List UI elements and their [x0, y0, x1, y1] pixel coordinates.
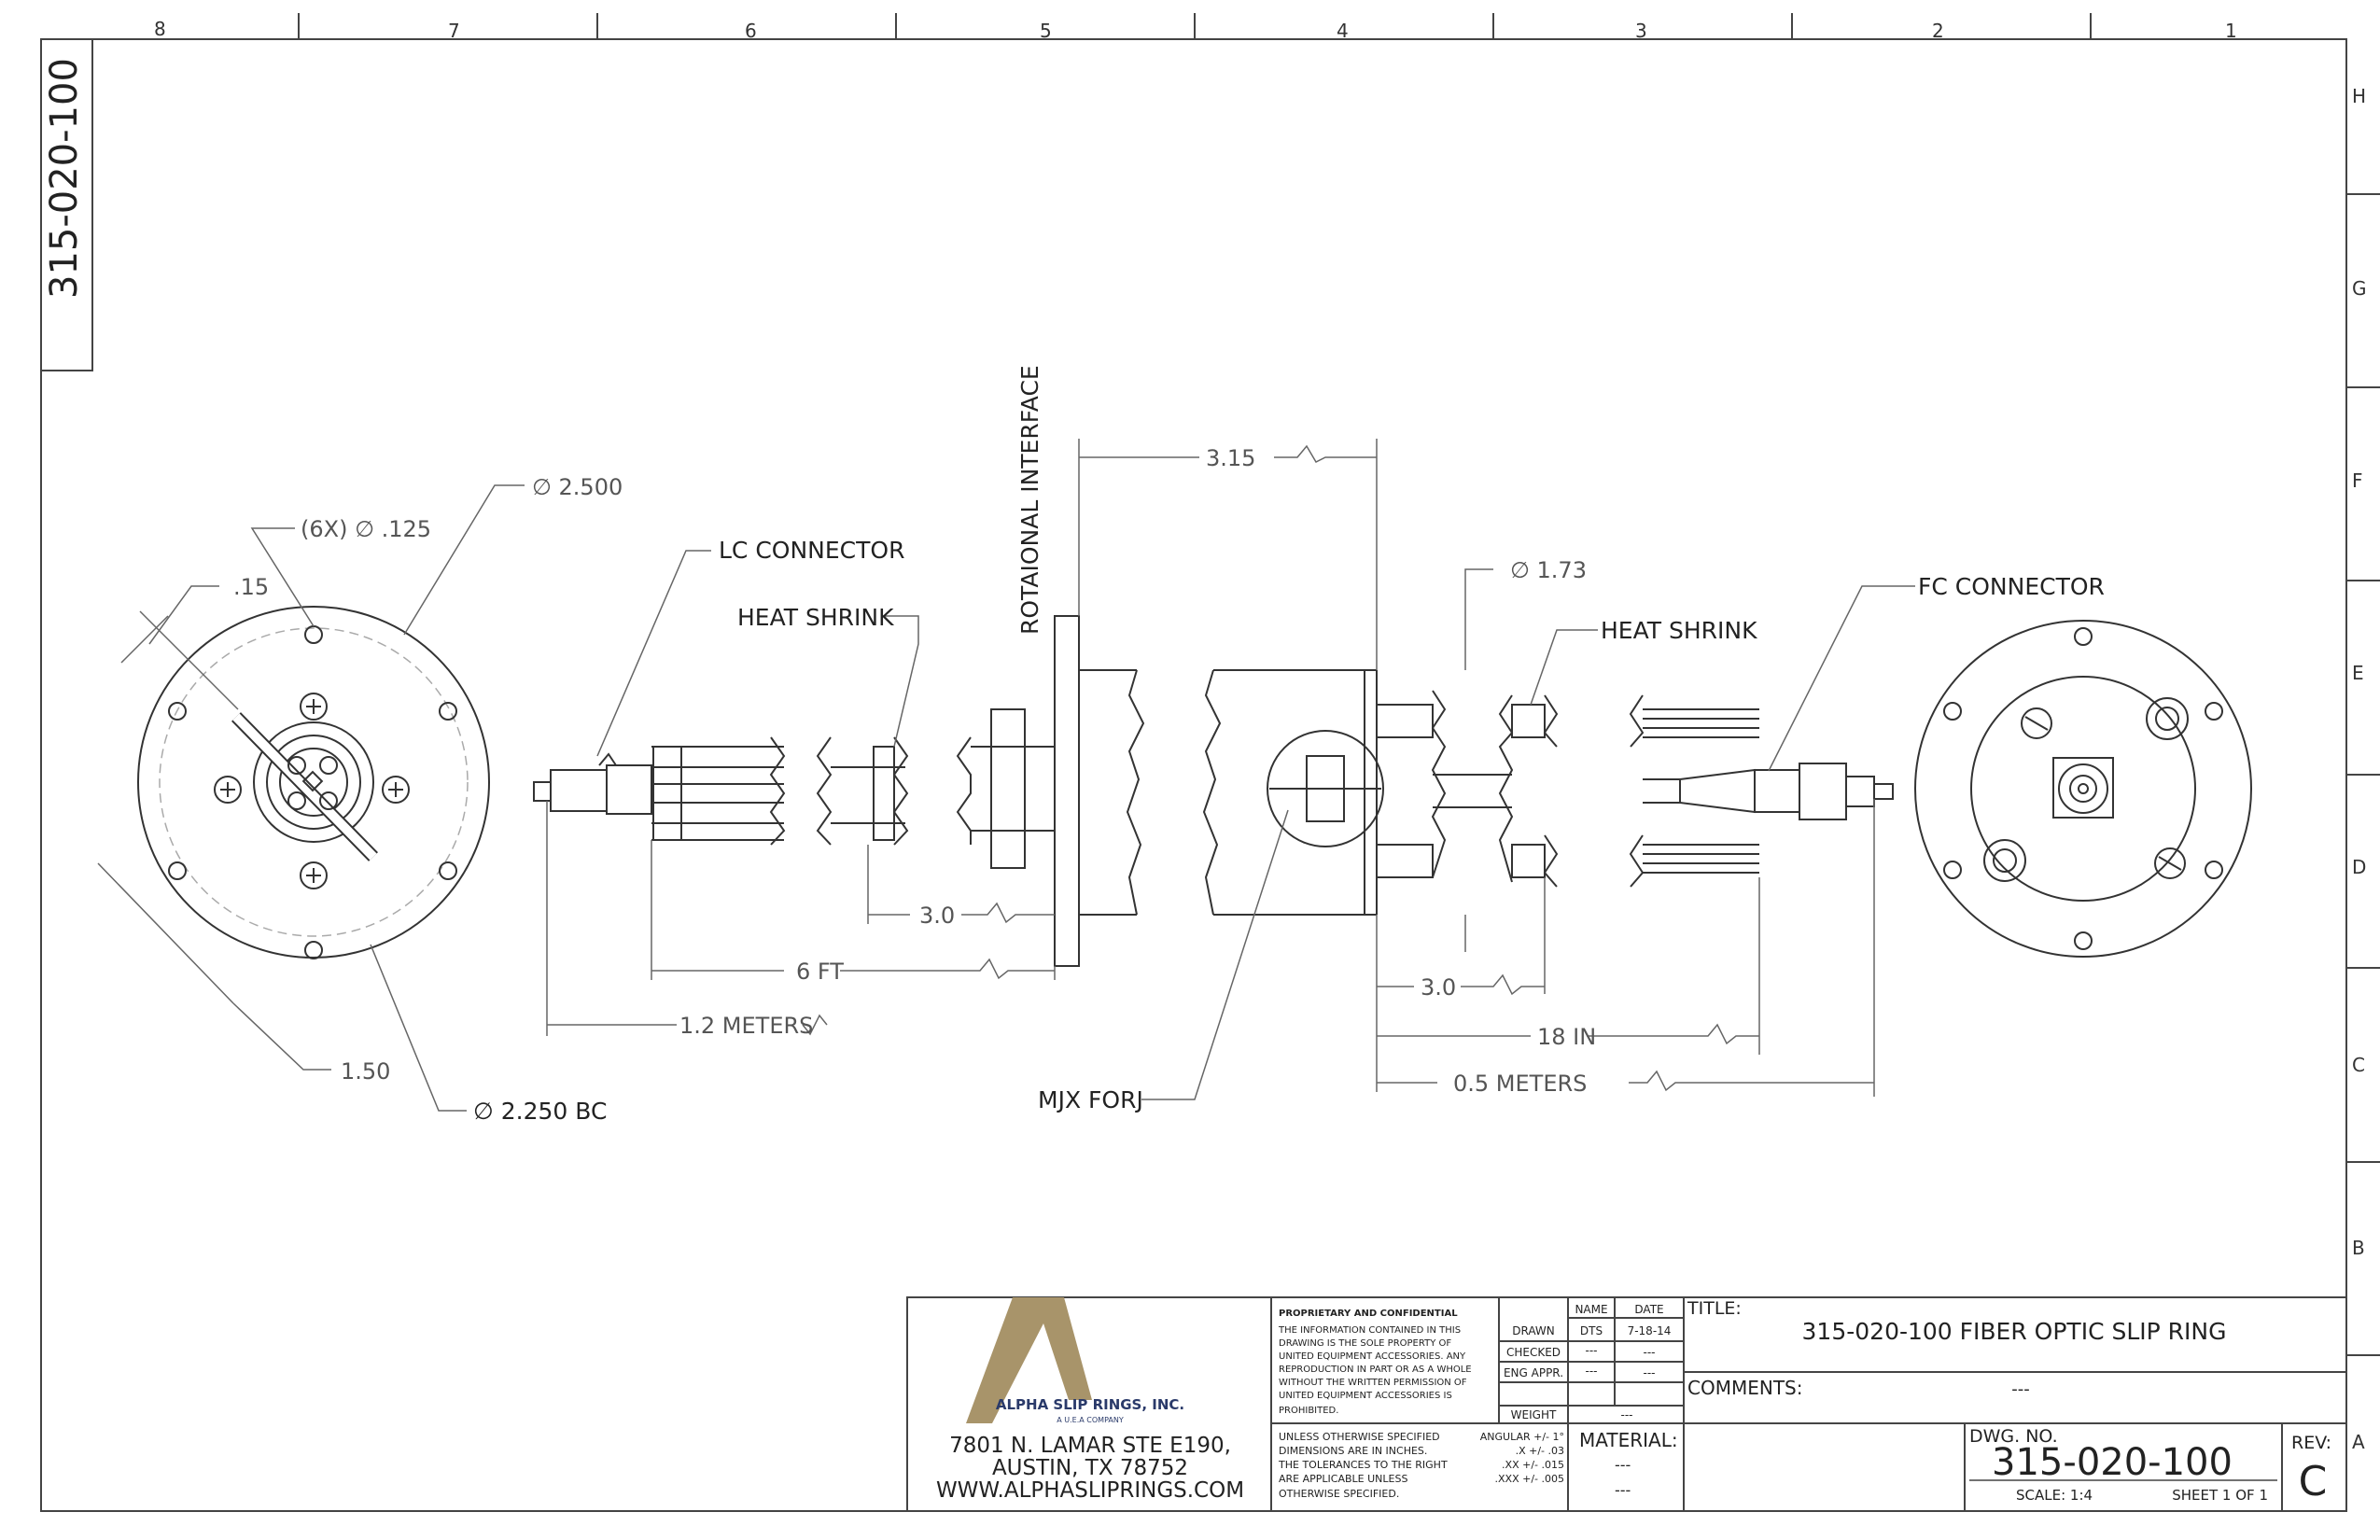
tolerance-value: .XXX +/- .005	[1495, 1473, 1564, 1485]
tolerance-notes: UNLESS OTHERWISE SPECIFIED DIMENSIONS AR…	[1278, 1431, 1564, 1500]
dim-dia-173: ∅ 1.73	[1510, 557, 1587, 583]
zone-7: 7	[448, 20, 460, 42]
zone-H: H	[2352, 85, 2366, 107]
proprietary-line: DRAWING IS THE SOLE PROPERTY OF	[1279, 1338, 1451, 1349]
proprietary-line: THE INFORMATION CONTAINED IN THIS	[1278, 1325, 1461, 1336]
dim-015: .15	[233, 574, 269, 600]
zone-A: A	[2352, 1431, 2365, 1453]
comments-label: COMMENTS:	[1687, 1377, 1802, 1399]
company-logo	[966, 1297, 1092, 1423]
zone-6: 6	[745, 20, 757, 42]
dim-dia-bc: ∅ 2.250 BC	[473, 1098, 607, 1125]
proprietary-line: UNITED EQUIPMENT ACCESSORIES IS	[1279, 1391, 1452, 1401]
material-value2: ---	[1615, 1481, 1631, 1499]
drawn-name: DTS	[1580, 1324, 1603, 1337]
weight-label: WEIGHT	[1511, 1408, 1557, 1421]
tolerance-line: DIMENSIONS ARE IN INCHES.	[1279, 1445, 1427, 1457]
comments-value: ---	[2011, 1379, 2030, 1399]
address-line1: 7801 N. LAMAR STE E190,	[949, 1434, 1231, 1458]
proprietary-text: THE INFORMATION CONTAINED IN THIS DRAWIN…	[1278, 1325, 1472, 1416]
zone-labels: 8 7 6 5 4 3 2 1 H G F E D C B A	[154, 18, 2367, 1453]
zone-B: B	[2352, 1237, 2365, 1259]
side-view	[533, 615, 1894, 967]
right-end-view	[1914, 620, 2252, 958]
dim-6ft: 6 FT	[796, 959, 844, 985]
sheet-count: SHEET 1 OF 1	[2172, 1487, 2268, 1504]
zone-4: 4	[1337, 20, 1349, 42]
dim-18in: 18 IN	[1537, 1024, 1596, 1050]
dwg-number: 315-020-100	[1992, 1441, 2233, 1484]
label-mjx-forj: MJX FORJ	[1038, 1086, 1143, 1113]
eng-date: ---	[1644, 1366, 1656, 1379]
drawing-title: 315-020-100 FIBER OPTIC SLIP RING	[1802, 1318, 2227, 1345]
label-heat-shrink-right: HEAT SHRINK	[1601, 617, 1757, 644]
checked-label: CHECKED	[1506, 1346, 1561, 1359]
zone-C: C	[2352, 1054, 2365, 1076]
title-block-frame	[906, 1296, 2347, 1512]
tolerance-value: ANGULAR +/- 1°	[1480, 1431, 1564, 1443]
left-end-view	[137, 606, 490, 959]
tolerance-value: .XX +/- .015	[1502, 1459, 1564, 1471]
zone-3: 3	[1635, 20, 1647, 42]
corner-drawing-number: 315-020-100	[43, 58, 86, 299]
zone-1: 1	[2225, 20, 2237, 42]
drawn-label: DRAWN	[1512, 1324, 1555, 1337]
label-rotational-interface: ROTAIONAL INTERFACE	[1016, 365, 1043, 635]
sheet-frame	[40, 13, 2380, 1512]
col-date-header: DATE	[1634, 1303, 1663, 1316]
website-link[interactable]: WWW.ALPHASLIPRINGS.COM	[936, 1478, 1244, 1503]
proprietary-line: PROHIBITED.	[1279, 1406, 1338, 1416]
zone-D: D	[2352, 856, 2366, 878]
zone-5: 5	[1040, 20, 1052, 42]
checked-date: ---	[1644, 1346, 1656, 1359]
proprietary-line: REPRODUCTION IN PART OR AS A WHOLE	[1279, 1365, 1472, 1375]
dim-12m: 1.2 METERS	[679, 1013, 813, 1039]
zone-G: G	[2352, 277, 2367, 300]
proprietary-line: WITHOUT THE WRITTEN PERMISSION OF	[1279, 1378, 1467, 1388]
dwg-no-label: DWG. NO.	[1969, 1426, 2058, 1447]
dim-150: 1.50	[341, 1058, 390, 1085]
eng-label: ENG APPR.	[1504, 1366, 1563, 1379]
dim-315: 3.15	[1206, 445, 1255, 471]
title-label: TITLE:	[1687, 1298, 1742, 1319]
company-sub: A U.E.A COMPANY	[1057, 1416, 1124, 1424]
eng-name: ---	[1586, 1365, 1598, 1378]
material-value1: ---	[1615, 1456, 1631, 1474]
drawn-date: 7-18-14	[1628, 1324, 1672, 1337]
tolerance-value: .X +/- .03	[1516, 1445, 1564, 1457]
weight-value: ---	[1621, 1408, 1633, 1421]
approval-table: NAME DATE DRAWN DTS 7-18-14 CHECKED --- …	[1504, 1303, 1671, 1421]
rev-value: C	[2299, 1458, 2328, 1505]
label-fc-connector: FC CONNECTOR	[1918, 573, 2105, 600]
label-heat-shrink-left: HEAT SHRINK	[737, 604, 894, 631]
dim-dia-2500: ∅ 2.500	[532, 474, 623, 500]
proprietary-line: UNITED EQUIPMENT ACCESSORIES. ANY	[1279, 1351, 1466, 1362]
dim-05m: 0.5 METERS	[1453, 1071, 1587, 1097]
zone-2: 2	[1932, 20, 1944, 42]
rev-label: REV:	[2291, 1433, 2331, 1453]
tolerance-line: OTHERWISE SPECIFIED.	[1279, 1488, 1399, 1500]
dim-6x-holes: (6X) ∅ .125	[301, 516, 431, 542]
tolerance-line: THE TOLERANCES TO THE RIGHT	[1278, 1459, 1448, 1471]
proprietary-title: PROPRIETARY AND CONFIDENTIAL	[1279, 1309, 1458, 1319]
tolerance-line: ARE APPLICABLE UNLESS	[1279, 1473, 1407, 1485]
scale-text: SCALE: 1:4	[2016, 1487, 2093, 1504]
side-view-dimensions	[546, 439, 1915, 1100]
dim-30-right: 3.0	[1421, 974, 1456, 1001]
zone-E: E	[2352, 662, 2364, 684]
company-name: ALPHA SLIP RINGS, INC.	[996, 1396, 1184, 1413]
dim-30-left: 3.0	[919, 903, 955, 929]
zone-F: F	[2352, 469, 2363, 492]
checked-name: ---	[1586, 1344, 1598, 1357]
label-lc-connector: LC CONNECTOR	[719, 537, 904, 564]
col-name-header: NAME	[1575, 1303, 1607, 1316]
tolerance-line: UNLESS OTHERWISE SPECIFIED	[1279, 1431, 1440, 1443]
address-line2: AUSTIN, TX 78752	[992, 1456, 1188, 1480]
zone-8: 8	[154, 18, 166, 40]
material-label: MATERIAL:	[1579, 1429, 1678, 1451]
left-view-dimensions	[97, 484, 525, 1112]
